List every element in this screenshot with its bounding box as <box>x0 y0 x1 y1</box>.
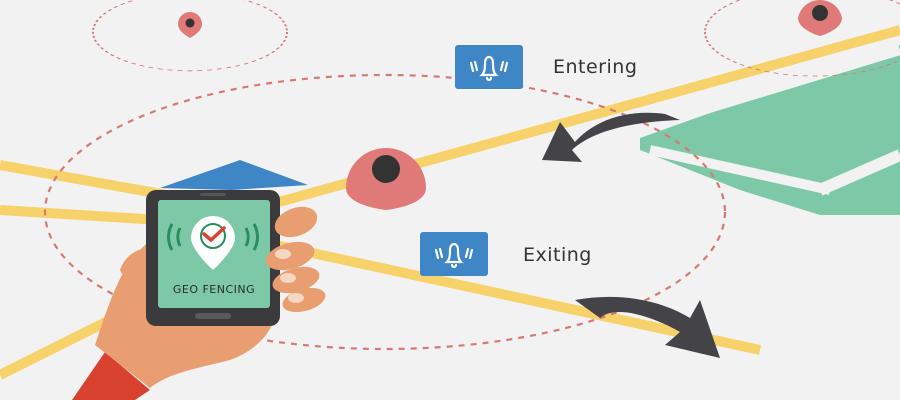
curved-arrow-icon <box>542 112 680 162</box>
checkmark-icon <box>202 226 226 243</box>
phone-screen-title: GEO FENCING <box>172 283 256 296</box>
map-pin-icon <box>346 148 426 210</box>
small-geofence-right <box>704 0 900 77</box>
smartphone <box>146 190 280 326</box>
curved-arrow-icon <box>575 296 720 358</box>
exiting-alert-badge <box>420 232 488 276</box>
fingers <box>265 206 326 313</box>
entering-label: Entering <box>553 56 638 78</box>
bell-icon <box>434 242 474 269</box>
map-pin-icon <box>798 0 842 36</box>
exiting-label: Exiting <box>523 244 592 266</box>
bell-icon <box>469 55 509 82</box>
location-card <box>160 160 308 190</box>
map-pin-icon <box>178 12 202 38</box>
sleeve <box>72 352 150 400</box>
green-zone <box>640 45 900 215</box>
entering-alert-badge <box>455 45 523 89</box>
main-geofence <box>43 73 727 351</box>
